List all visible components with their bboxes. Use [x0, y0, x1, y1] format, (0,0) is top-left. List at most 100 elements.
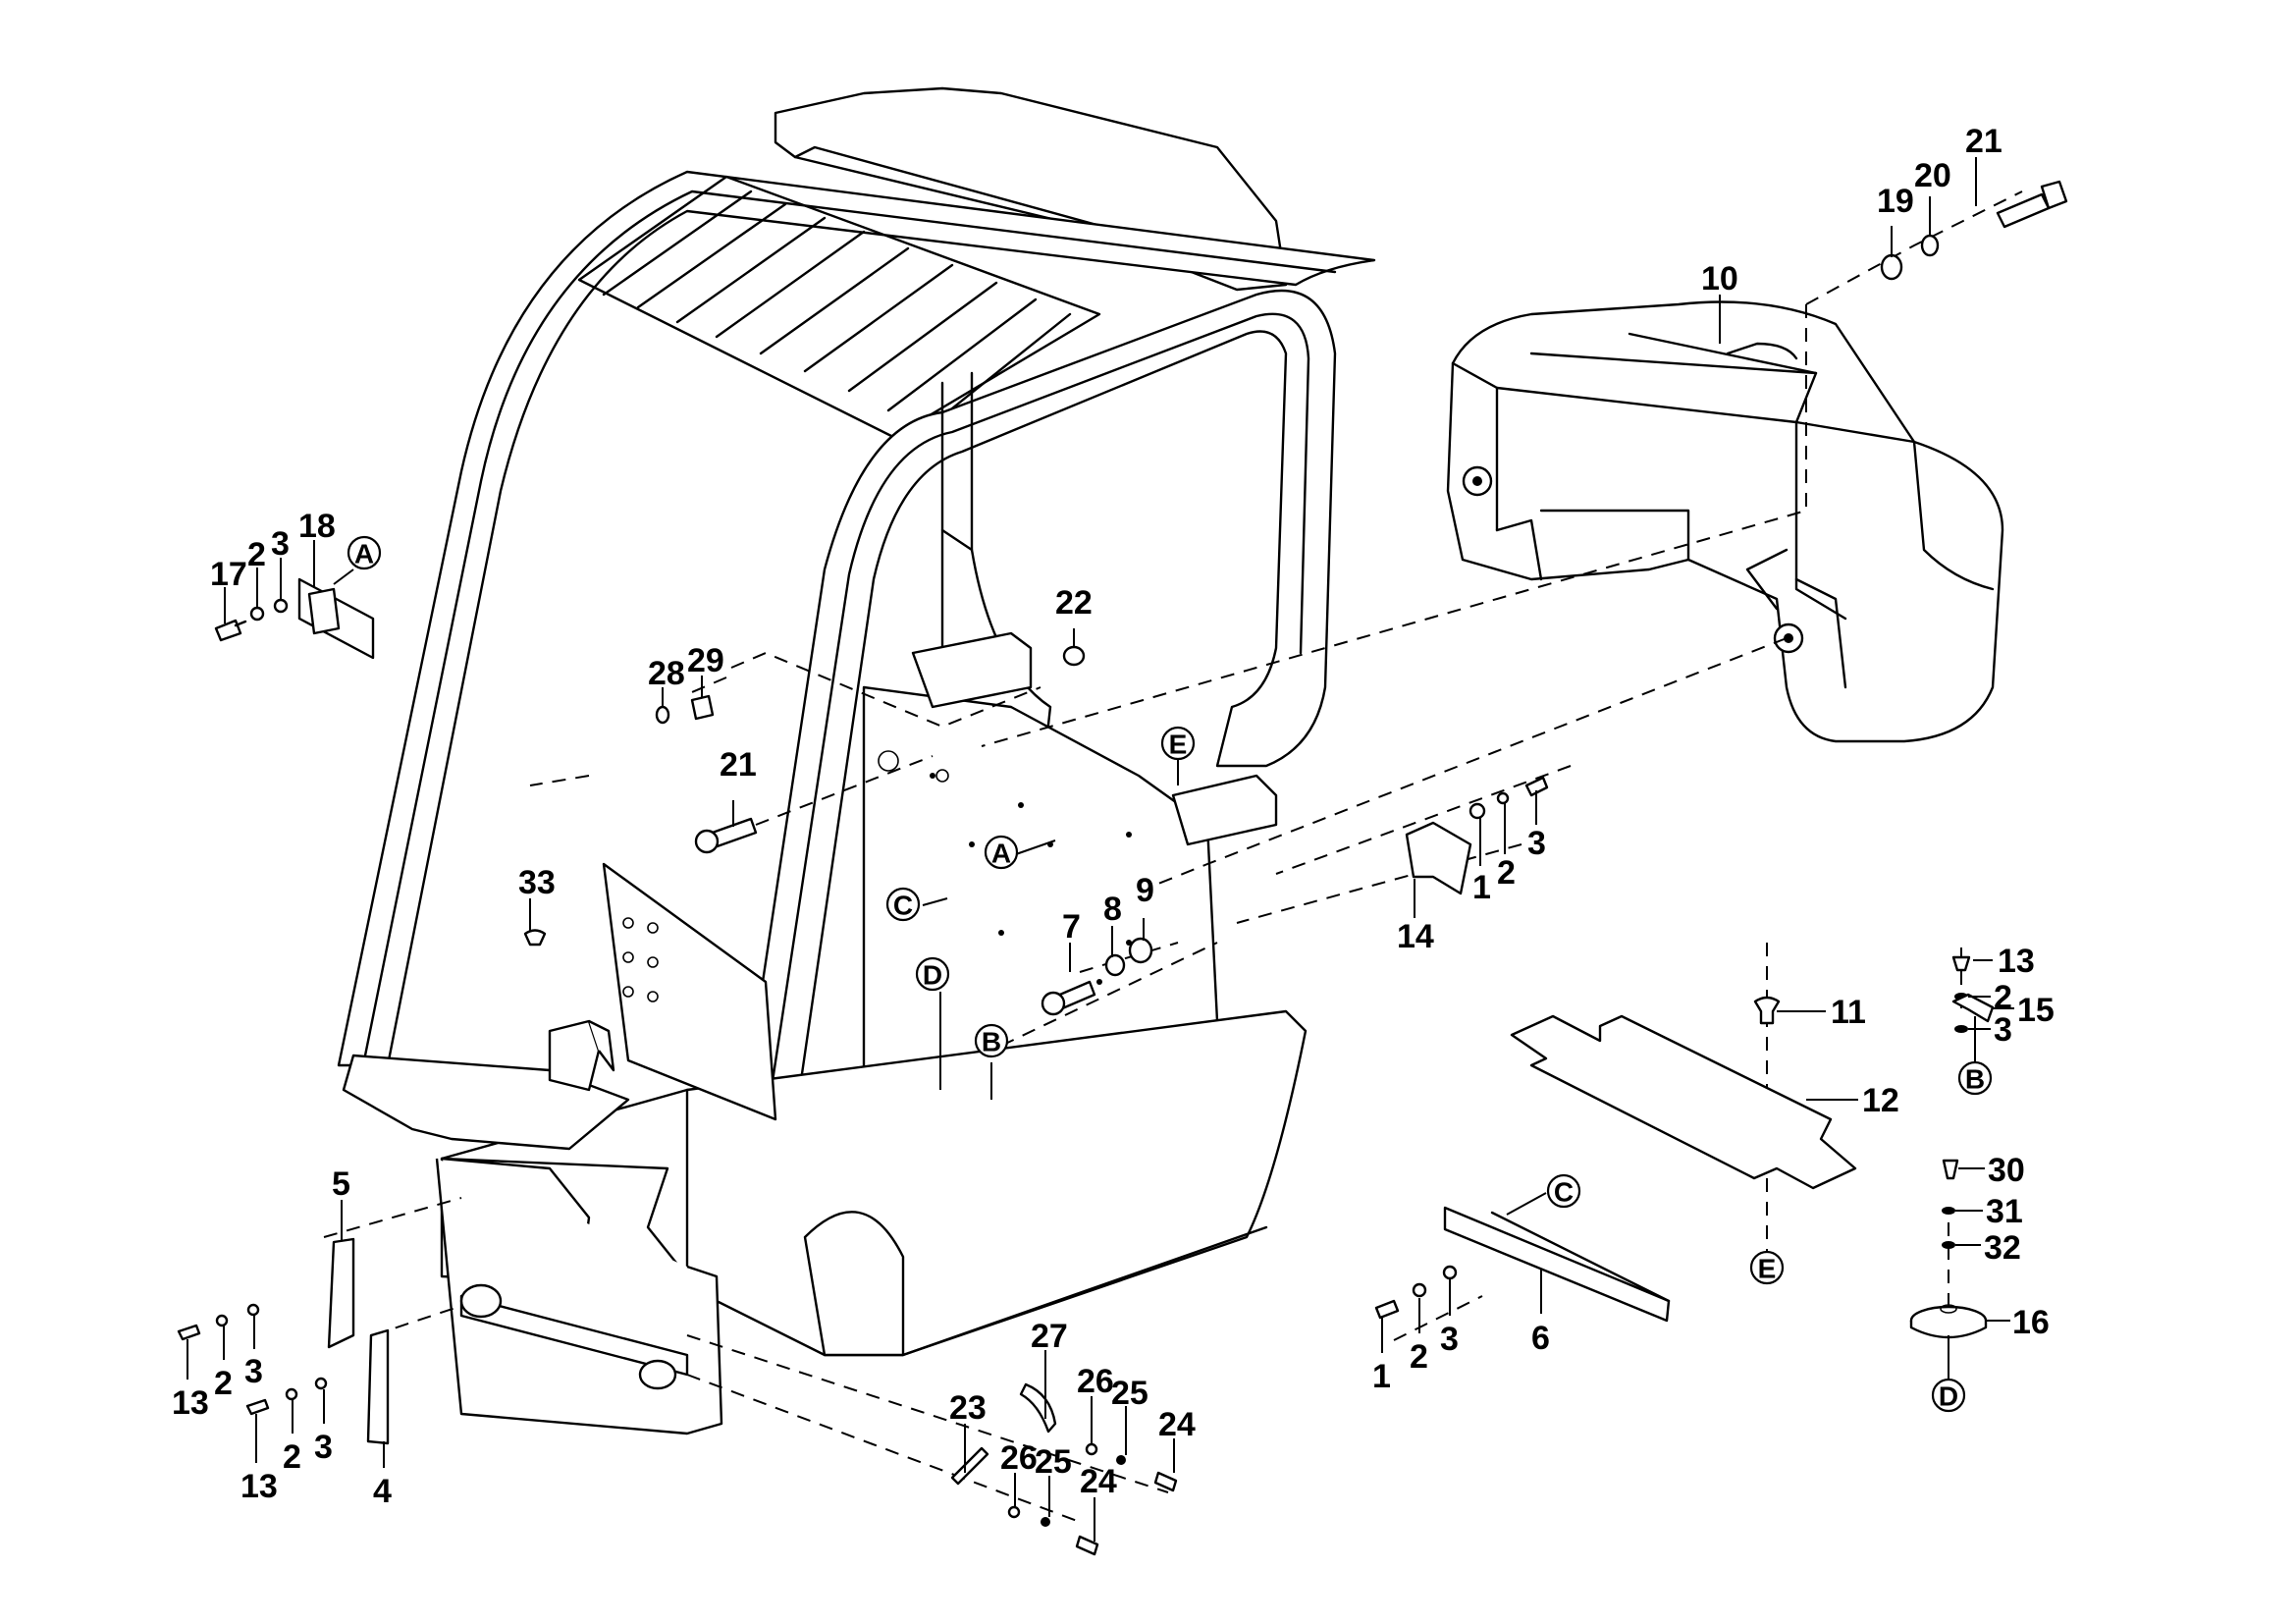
roof-slats — [577, 175, 1101, 439]
part-29-bushing — [690, 694, 715, 721]
callout-17: 17 — [210, 556, 247, 593]
callout-12: 12 — [1862, 1082, 1899, 1119]
callout-8: 8 — [1103, 891, 1122, 928]
part-24-bolt-a — [1153, 1471, 1178, 1492]
ref-marker-e-frame: E — [1160, 726, 1196, 761]
canopy-frame — [337, 86, 1376, 1435]
callout-11: 11 — [1831, 994, 1866, 1031]
ref-marker-c-rail: C — [1546, 1173, 1581, 1209]
callout-3-f: 3 — [314, 1429, 333, 1466]
ref-marker-a-plate: A — [347, 535, 382, 570]
ref-marker-e-cover: E — [1749, 1250, 1785, 1285]
svg-text:D: D — [923, 960, 942, 991]
svg-text:E: E — [1758, 1254, 1777, 1284]
callout-29: 29 — [687, 642, 724, 679]
part-2-washer — [249, 606, 265, 622]
callout-30: 30 — [1988, 1152, 2025, 1189]
svg-text:D: D — [1939, 1381, 1958, 1412]
part-13-bolt-b — [1951, 955, 1971, 972]
part-33-grommet — [523, 929, 547, 947]
callout-21-left: 21 — [720, 746, 757, 784]
part-8-washer — [1104, 953, 1126, 977]
part-18-plate — [297, 577, 375, 660]
part-13-bolt-c — [245, 1398, 270, 1416]
callout-2: 2 — [247, 536, 266, 573]
part-19-washer — [1880, 253, 1903, 281]
part-12-cover — [1510, 1014, 1857, 1190]
counterweight — [1446, 300, 2004, 743]
part-16-mount — [1909, 1304, 1988, 1339]
callout-3-b: 3 — [1527, 825, 1546, 862]
part-24-bolt-b — [1075, 1535, 1099, 1556]
part-23-pin — [950, 1446, 989, 1486]
callout-25-a: 25 — [1111, 1375, 1148, 1412]
callout-2-b: 2 — [1497, 854, 1516, 892]
part-3-bolt-b — [1524, 776, 1549, 797]
part-17-bolt — [214, 619, 247, 642]
part-14-bracket — [1405, 821, 1472, 895]
part-20-lockwasher — [1920, 234, 1940, 257]
part-30-bolt — [1942, 1159, 1959, 1180]
callout-16: 16 — [2012, 1304, 2050, 1341]
leader-lines — [187, 157, 2014, 1542]
svg-text:B: B — [982, 1027, 1001, 1057]
part-13-bolt-a — [177, 1324, 201, 1341]
part-4-bracket — [366, 1328, 390, 1445]
part-26-washer-b — [1007, 1505, 1021, 1519]
callout-4: 4 — [373, 1473, 392, 1510]
ref-marker-d-frame: D — [915, 956, 950, 992]
callout-22: 22 — [1055, 584, 1093, 622]
callout-21-right: 21 — [1965, 123, 2002, 160]
callout-24-b: 24 — [1080, 1463, 1117, 1500]
callout-5: 5 — [332, 1165, 350, 1203]
part-11-bolt — [1753, 996, 1781, 1025]
part-22-nut — [1062, 645, 1086, 667]
callout-18: 18 — [298, 508, 336, 545]
callout-31: 31 — [1986, 1193, 2023, 1230]
callout-6: 6 — [1531, 1320, 1550, 1357]
svg-text:C: C — [1554, 1177, 1574, 1208]
callout-26-a: 26 — [1077, 1363, 1114, 1400]
part-28-screw — [655, 705, 670, 725]
callout-7: 7 — [1062, 908, 1081, 946]
callout-15: 15 — [2017, 992, 2055, 1029]
part-1-bolt-c — [1374, 1299, 1400, 1320]
callout-19: 19 — [1877, 183, 1914, 220]
ref-marker-c-frame: C — [885, 887, 921, 922]
part-1-nut — [1468, 802, 1486, 820]
svg-text:A: A — [991, 839, 1011, 869]
callout-23: 23 — [949, 1389, 987, 1427]
part-5-bracket — [327, 1237, 355, 1349]
part-2-washer-b — [1496, 791, 1510, 805]
loose-parts — [177, 180, 2068, 1556]
callout-13-b: 13 — [1998, 943, 2035, 980]
callout-25-b: 25 — [1035, 1443, 1072, 1481]
callout-10: 10 — [1701, 260, 1738, 298]
callout-9: 9 — [1136, 872, 1154, 909]
reference-markers: A A B B C C D D E E — [347, 535, 1993, 1413]
part-6-angle-rail — [1443, 1206, 1671, 1323]
part-15-clamp — [1951, 993, 1995, 1023]
svg-text:C: C — [893, 891, 913, 921]
callout-32: 32 — [1984, 1229, 2021, 1267]
callout-2-c: 2 — [1994, 979, 2012, 1016]
part-25-lockwasher-b — [1041, 1517, 1050, 1527]
callout-3-d: 3 — [1440, 1321, 1459, 1358]
part-3-washer — [273, 598, 289, 614]
callout-3: 3 — [271, 525, 290, 563]
callout-26-b: 26 — [1000, 1439, 1038, 1477]
callout-2-e: 2 — [214, 1365, 233, 1402]
svg-text:E: E — [1169, 730, 1188, 760]
part-9-washer — [1128, 937, 1153, 964]
ref-marker-b-clamp: B — [1957, 1060, 1993, 1096]
explode-lines — [323, 190, 2023, 1523]
callout-24-a: 24 — [1158, 1406, 1196, 1443]
callout-3-e: 3 — [244, 1353, 263, 1390]
ref-marker-a-frame: A — [984, 835, 1019, 870]
callout-2-f: 2 — [283, 1438, 301, 1476]
callout-14: 14 — [1397, 918, 1434, 955]
part-25-lockwasher-a — [1116, 1455, 1126, 1465]
callout-20: 20 — [1914, 157, 1951, 194]
callout-numbers: 17 2 3 18 28 29 22 21 33 7 8 9 10 19 20 … — [172, 123, 2055, 1510]
